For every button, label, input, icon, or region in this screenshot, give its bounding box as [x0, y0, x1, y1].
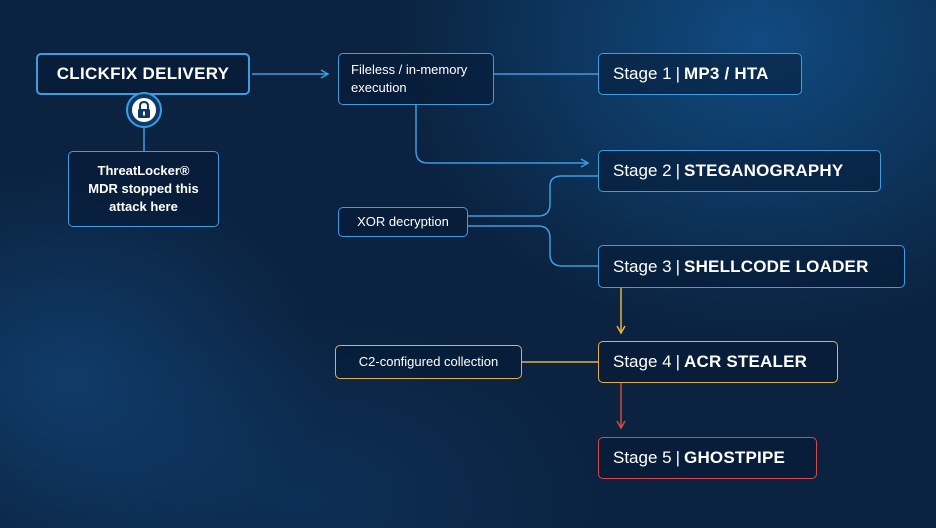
connector-execution-stage2	[415, 105, 590, 168]
stage-4-box: Stage 4 | ACR STEALER	[598, 341, 838, 383]
stage-2-prefix: Stage 2	[613, 161, 672, 180]
connector-xor-stage3	[468, 225, 598, 267]
xor-decryption-box: XOR decryption	[338, 207, 468, 237]
execution-line-2: execution	[351, 80, 407, 95]
stage-2-name: STEGANOGRAPHY	[684, 161, 844, 180]
note-line-3: attack here	[109, 199, 178, 214]
stage-2-box: Stage 2 | STEGANOGRAPHY	[598, 150, 881, 192]
stage-2-separator: |	[675, 161, 681, 180]
connector-xor-stage2	[468, 175, 598, 217]
stage-4-name: ACR STEALER	[684, 352, 808, 371]
note-line-1: ThreatLocker®	[97, 163, 190, 178]
stage-1-box: Stage 1 | MP3 / HTA	[598, 53, 802, 95]
stage-4-separator: |	[675, 352, 681, 371]
c2-collection-box: C2-configured collection	[335, 345, 522, 379]
stage-3-separator: |	[675, 256, 681, 276]
execution-box: Fileless / in-memory execution	[338, 53, 494, 105]
stage-5-prefix: Stage 5	[613, 448, 672, 467]
stage-5-name: GHOSTPIPE	[684, 448, 786, 467]
threatlocker-logo-icon	[126, 92, 162, 128]
clickfix-delivery-box: CLICKFIX DELIVERY	[36, 53, 250, 95]
stage-3-name: SHELLCODE LOADER	[684, 256, 869, 276]
mdr-stopped-note: ThreatLocker® MDR stopped this attack he…	[68, 151, 219, 227]
stage-3-box: Stage 3 | SHELLCODE LOADER	[598, 245, 905, 288]
xor-decryption-label: XOR decryption	[357, 214, 449, 229]
stage-1-prefix: Stage 1	[613, 64, 672, 83]
clickfix-delivery-label: CLICKFIX DELIVERY	[56, 64, 230, 83]
note-line-2: MDR stopped this	[88, 181, 199, 196]
c2-collection-label: C2-configured collection	[358, 354, 499, 369]
stage-3-prefix: Stage 3	[613, 256, 672, 276]
stage-5-box: Stage 5 | GHOSTPIPE	[598, 437, 817, 479]
stage-1-name: MP3 / HTA	[684, 64, 769, 83]
stage-5-separator: |	[675, 448, 681, 467]
stage-4-prefix: Stage 4	[613, 352, 672, 371]
stage-1-separator: |	[675, 64, 681, 83]
execution-line-1: Fileless / in-memory	[351, 62, 468, 77]
